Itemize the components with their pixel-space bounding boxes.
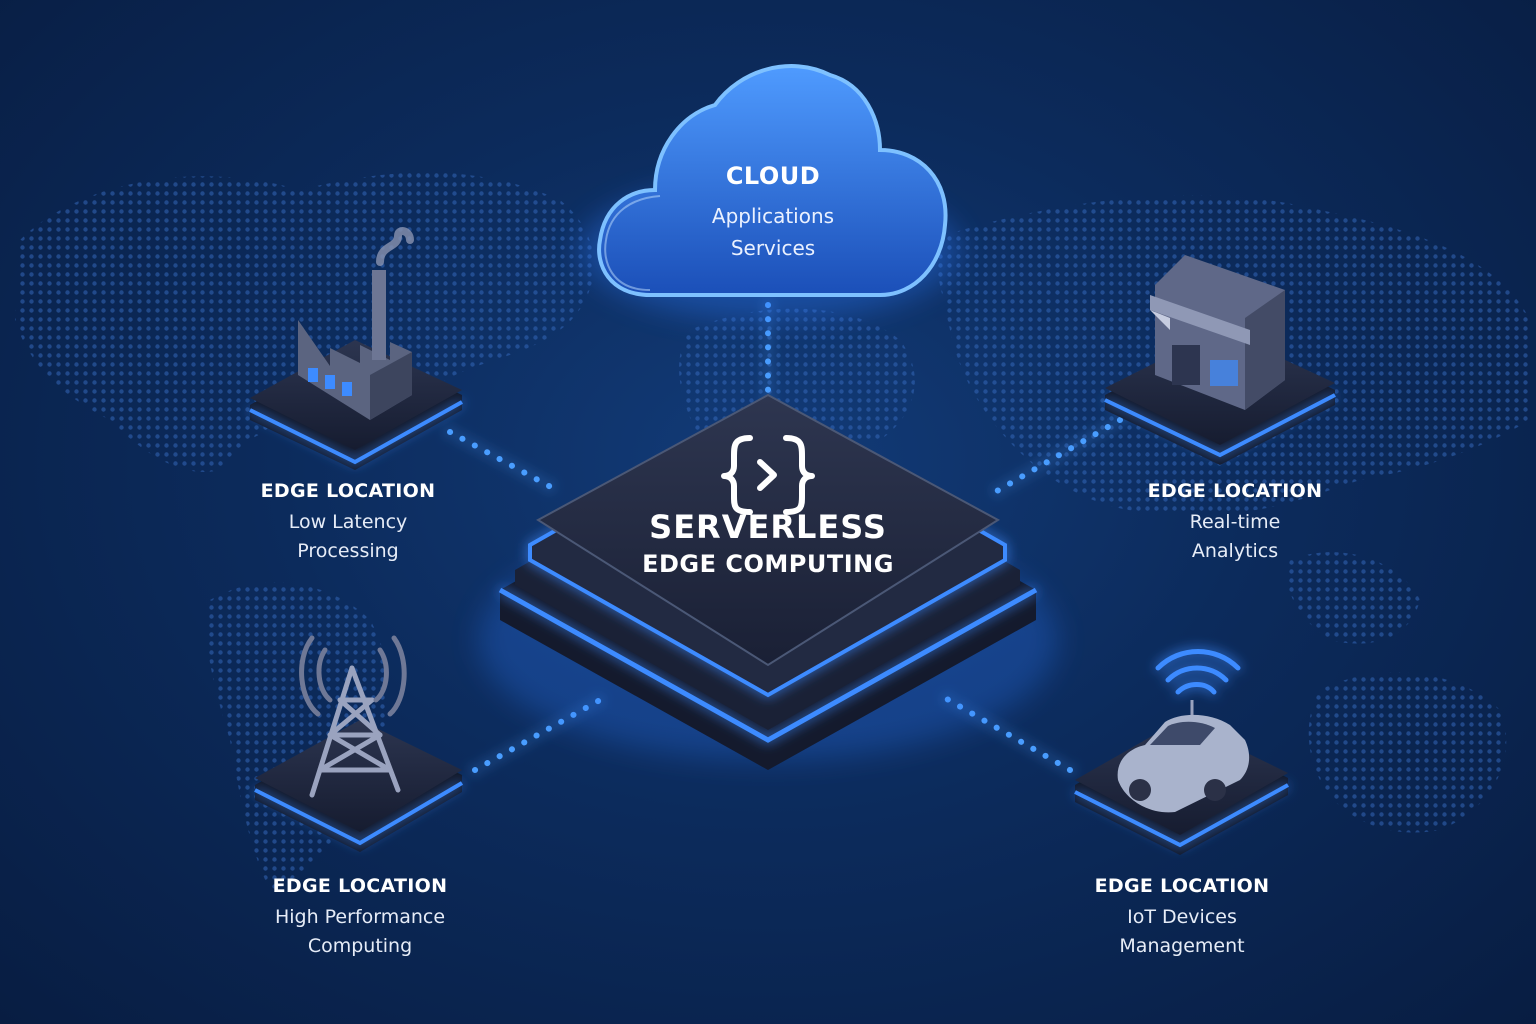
edge-line: Computing: [307, 935, 413, 957]
edge-title: EDGE LOCATION: [272, 875, 448, 897]
edge-title: EDGE LOCATION: [1147, 480, 1323, 502]
cell-tower-icon: [299, 635, 407, 798]
cloud-shape: [597, 64, 948, 297]
edge-label-car: EDGE LOCATION IoT Devices Management: [1072, 875, 1292, 961]
connector-factory-hub: [447, 429, 563, 495]
edge-title: EDGE LOCATION: [1094, 875, 1270, 897]
cloud-node[interactable]: [580, 64, 960, 320]
cloud-title: CLOUD: [725, 162, 821, 190]
cloud-line-applications: Applications: [711, 204, 835, 228]
connected-car-icon: [1117, 649, 1250, 813]
edge-line: Processing: [297, 540, 399, 562]
edge-label-tower: EDGE LOCATION High Performance Computing: [250, 875, 470, 961]
edge-title: EDGE LOCATION: [260, 480, 436, 502]
factory-icon: [298, 227, 414, 420]
edge-label-factory: EDGE LOCATION Low Latency Processing: [248, 480, 448, 566]
edge-line: High Performance: [274, 906, 446, 928]
edge-tile-tower[interactable]: [254, 720, 464, 852]
edge-line: Management: [1119, 935, 1245, 957]
edge-label-store: EDGE LOCATION Real-time Analytics: [1135, 480, 1335, 566]
hub-subtitle: EDGE COMPUTING: [642, 550, 894, 578]
hub-platform[interactable]: [478, 393, 1058, 770]
edge-line: Low Latency: [288, 511, 408, 533]
connector-store-hub: [987, 417, 1123, 498]
edge-line: Real-time: [1189, 511, 1281, 533]
world-map-dots: [15, 172, 1530, 890]
hub-title: SERVERLESS: [649, 508, 887, 546]
hub-label: SERVERLESS EDGE COMPUTING: [568, 508, 968, 578]
cloud-lines: Applications Services: [673, 200, 873, 264]
hub-top-face: [536, 393, 1000, 667]
store-icon: [1150, 255, 1285, 410]
cloud-line-services: Services: [730, 236, 816, 260]
code-brackets-icon: [721, 435, 815, 515]
cloud-label: CLOUD Applications Services: [673, 162, 873, 264]
edge-line: IoT Devices: [1127, 906, 1237, 928]
edge-line: Analytics: [1191, 540, 1279, 562]
connector-tower-hub: [472, 697, 603, 773]
